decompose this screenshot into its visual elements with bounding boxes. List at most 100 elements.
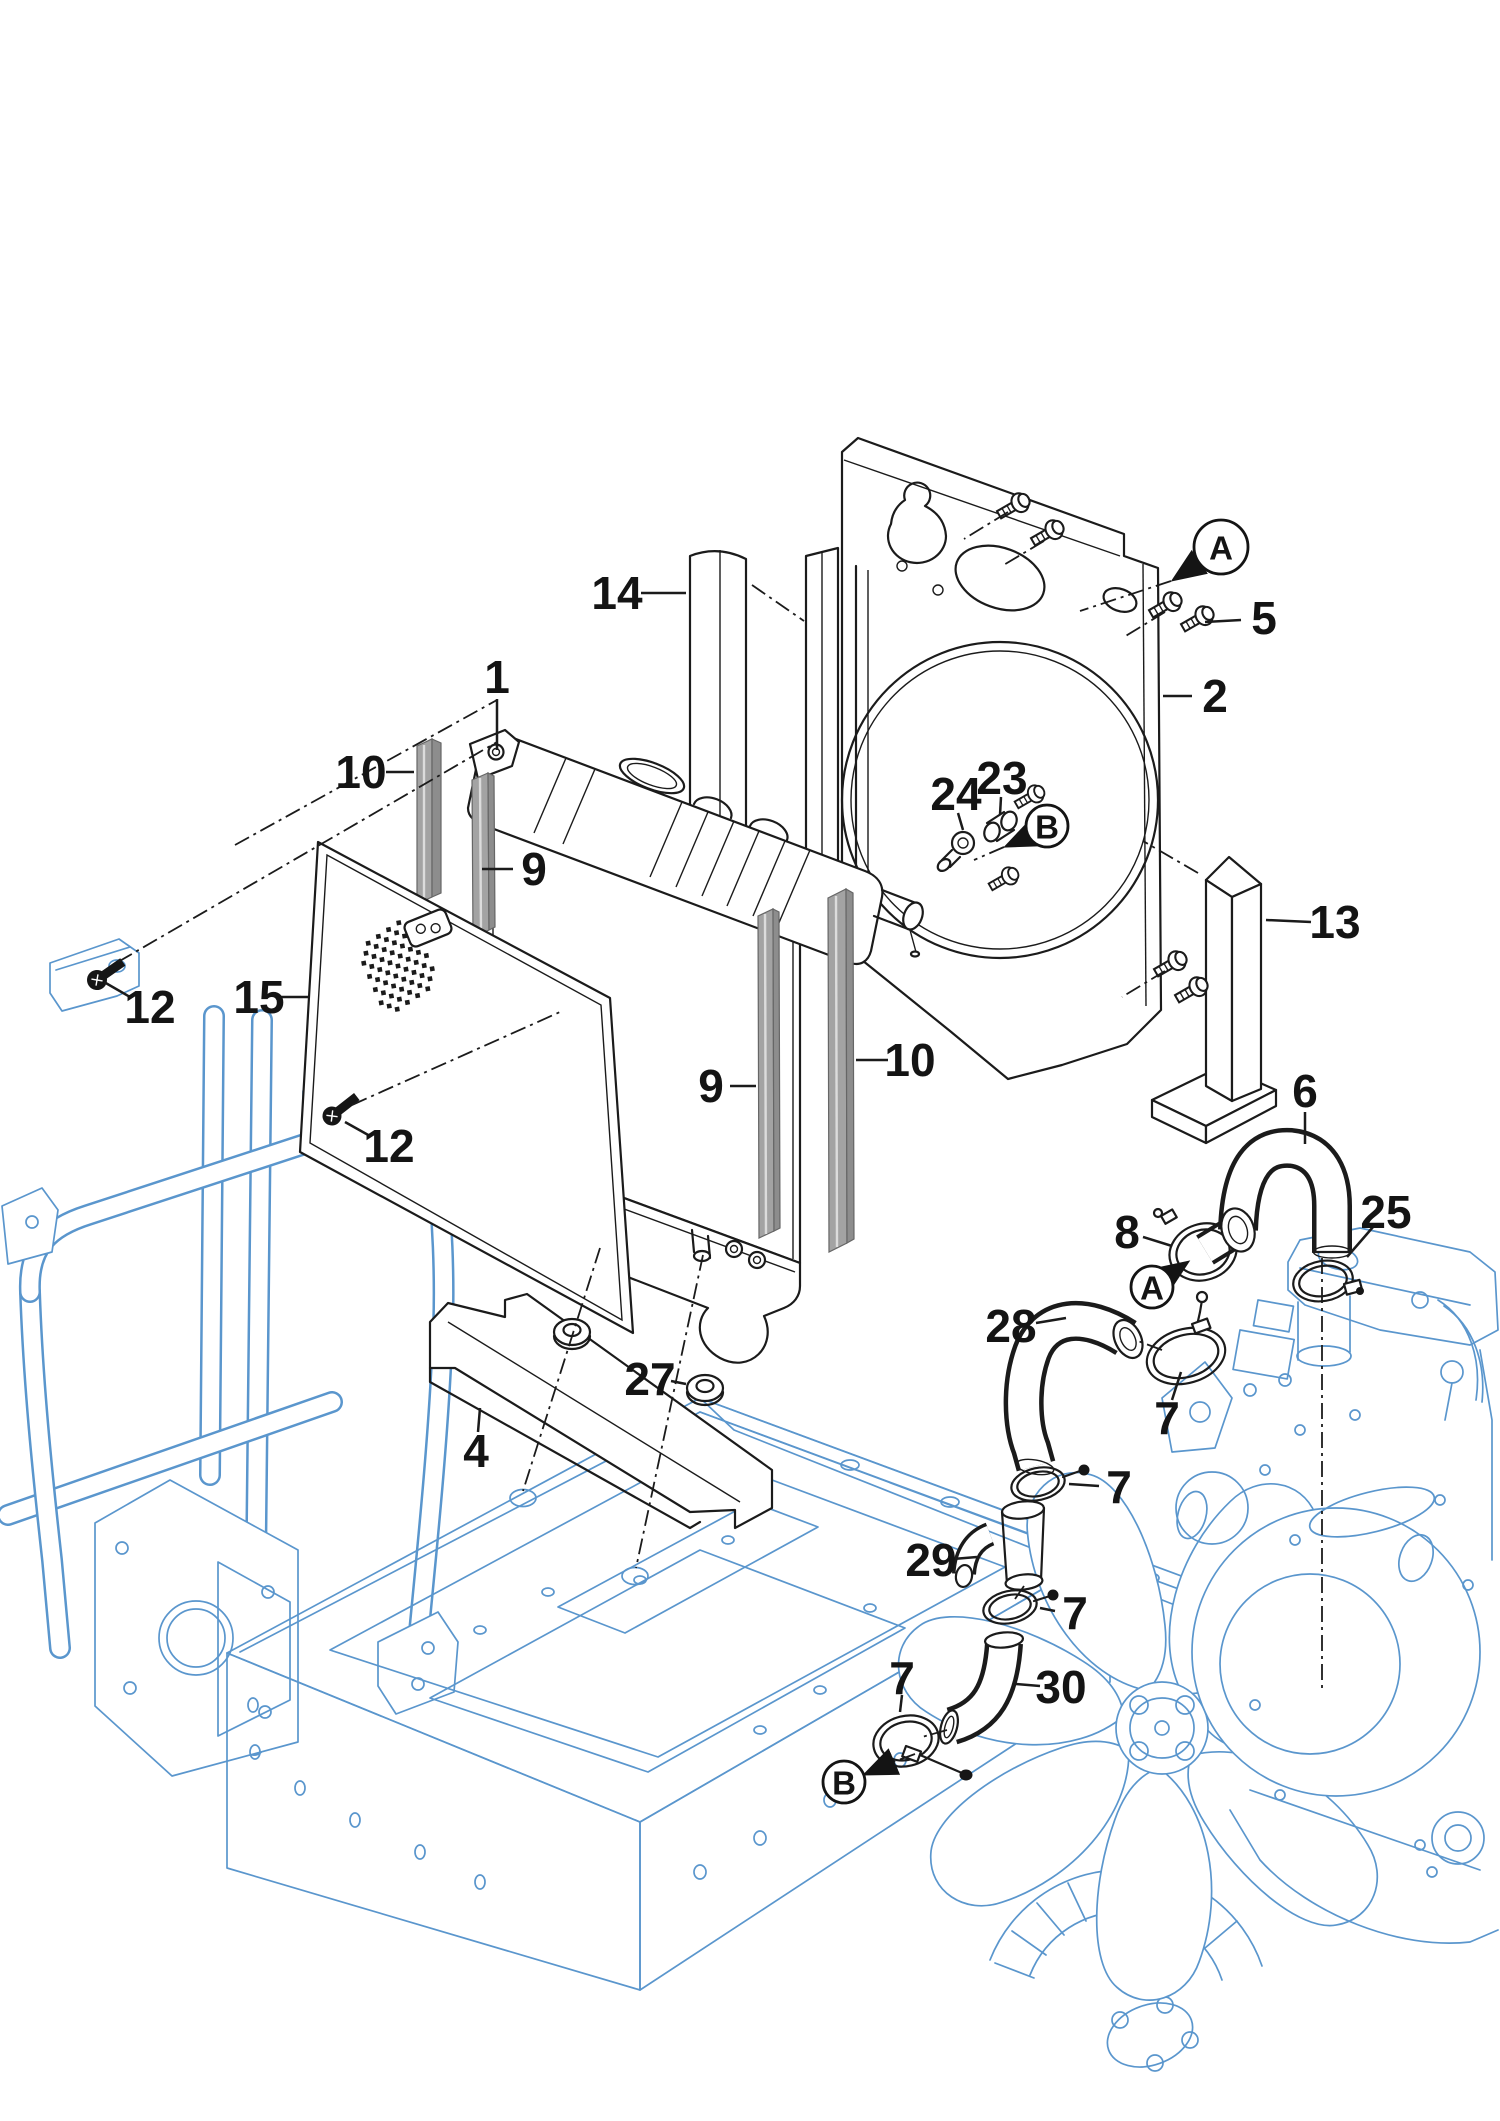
perforation (401, 976, 407, 982)
perforation (379, 956, 385, 963)
perforation (404, 999, 411, 1006)
elbow-hose-30 (939, 1631, 1025, 1745)
leader-line-27 (670, 1379, 687, 1386)
machine-blue-layer (0, 938, 1499, 2072)
perforation (397, 953, 403, 959)
mount-hole-rear (621, 1566, 649, 1586)
perforation (406, 989, 413, 996)
callout-10-left: 10 (335, 746, 386, 798)
leader-line-23 (998, 796, 1003, 816)
perforation (374, 976, 381, 983)
perforation (361, 960, 367, 966)
leader-line-5 (1204, 618, 1242, 624)
perforation (381, 946, 387, 953)
grommet-27-b (685, 1373, 725, 1407)
cooling-parts-layer: 1415210924231315121291068252877297307274… (87, 436, 1412, 1805)
callout-24: 24 (930, 768, 982, 820)
perforation (385, 970, 391, 976)
callout-23: 23 (976, 752, 1027, 804)
alignment-lines (117, 511, 1323, 1738)
perforation (389, 950, 395, 956)
marker-dash-A-top (1079, 580, 1172, 612)
detail-marker-circle-B-bottom (821, 1759, 867, 1805)
seal-strip-9-right (757, 908, 781, 1239)
perforation (419, 972, 425, 979)
callout-7-c: 7 (1062, 1587, 1088, 1639)
perforation (423, 952, 430, 959)
callout-13: 13 (1309, 896, 1360, 948)
air-cleaner-drum (1191, 1507, 1481, 1797)
support-pillar-13 (1150, 855, 1278, 1145)
perforation (363, 950, 369, 956)
callout-7-a: 7 (1154, 1392, 1180, 1444)
perforation (394, 1006, 400, 1012)
leader-line-7-a (1170, 1371, 1183, 1401)
perforation (398, 986, 405, 992)
leader-line-7-b (1068, 1482, 1100, 1488)
perforation (429, 966, 435, 972)
perforation (371, 953, 377, 960)
perforation (365, 940, 371, 946)
perforation (382, 980, 389, 986)
perforation (383, 936, 390, 943)
perforation (393, 973, 399, 979)
clamp-7-lower (982, 1589, 1059, 1625)
perforation (414, 992, 421, 999)
perforation (409, 979, 415, 986)
perforation (375, 933, 382, 940)
fan-guard-drum (989, 1869, 1263, 2072)
callout-28: 28 (985, 1300, 1036, 1352)
perforation (388, 993, 395, 999)
leader-line-24 (956, 812, 965, 831)
callout-12-upper: 12 (124, 981, 175, 1033)
callout-10-right: 10 (884, 1034, 935, 1086)
perforation (396, 920, 402, 926)
callout-7-d: 7 (889, 1652, 915, 1704)
leader-line-4 (476, 1407, 482, 1433)
perforation (399, 943, 406, 949)
bolt-12-upper (87, 958, 126, 990)
perforation (377, 966, 383, 973)
lower-hose-28 (1003, 1300, 1144, 1476)
detail-marker-circle-A-bottom (1129, 1264, 1175, 1310)
callout-15: 15 (233, 971, 284, 1023)
keyhole-cutout (886, 481, 948, 564)
leader-line-29 (952, 1555, 978, 1561)
callout-25: 25 (1360, 1186, 1411, 1238)
detail-marker-circle-A-top (1192, 518, 1250, 576)
leader-line-7-d (898, 1694, 904, 1713)
leader-line-13 (1265, 918, 1312, 924)
core-bracket (403, 908, 453, 948)
hoses-and-clamps (872, 1127, 1364, 1781)
callout-12-lower: 12 (363, 1120, 414, 1172)
perforation (380, 990, 387, 996)
seal-strip-10-right (827, 887, 855, 1253)
perforation (373, 943, 379, 950)
leader-line-30 (1015, 1682, 1041, 1688)
callout-9-left: 9 (521, 843, 547, 895)
leader-line-12-upper (103, 980, 131, 999)
clamp-25 (1292, 1259, 1364, 1303)
leader-line-28 (1035, 1316, 1067, 1325)
leader-line-25 (1346, 1226, 1374, 1258)
marker-arrow-B-bottom (862, 1748, 901, 1776)
callout-30: 30 (1035, 1661, 1086, 1713)
perforation (427, 976, 433, 982)
perforation (405, 956, 411, 962)
callout-9-right: 9 (698, 1060, 724, 1112)
leader-line-7-c (1039, 1606, 1056, 1613)
perforation (390, 983, 397, 989)
screen-panel-15 (298, 840, 635, 1335)
detail-marker-label-B-top: B (1035, 809, 1059, 846)
perforation (387, 960, 393, 966)
perforation (413, 959, 419, 966)
fan-hub (1115, 1681, 1209, 1775)
upper-hose-6 (1218, 1127, 1353, 1259)
callout-2: 2 (1202, 670, 1228, 722)
perforation (411, 969, 417, 976)
bolt-12-lower (322, 1093, 360, 1126)
perforation (415, 949, 422, 956)
